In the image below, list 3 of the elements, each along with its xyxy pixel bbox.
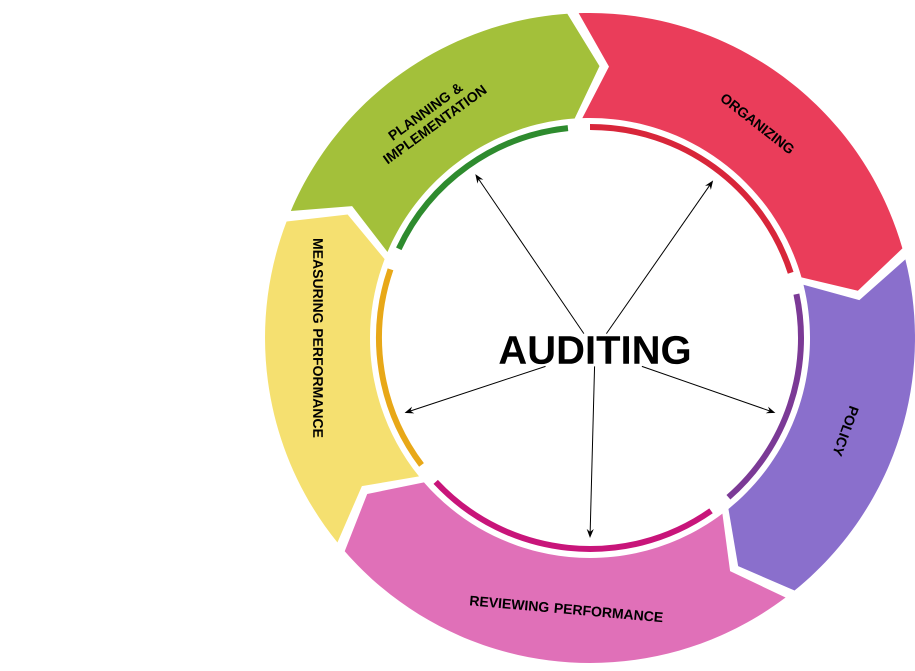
arrow-segment: MEASURING PERFORMANCE	[265, 214, 424, 543]
center-label: AUDITING	[499, 336, 690, 364]
arrow-segment: REVIEWING PERFORMANCE	[344, 480, 786, 663]
